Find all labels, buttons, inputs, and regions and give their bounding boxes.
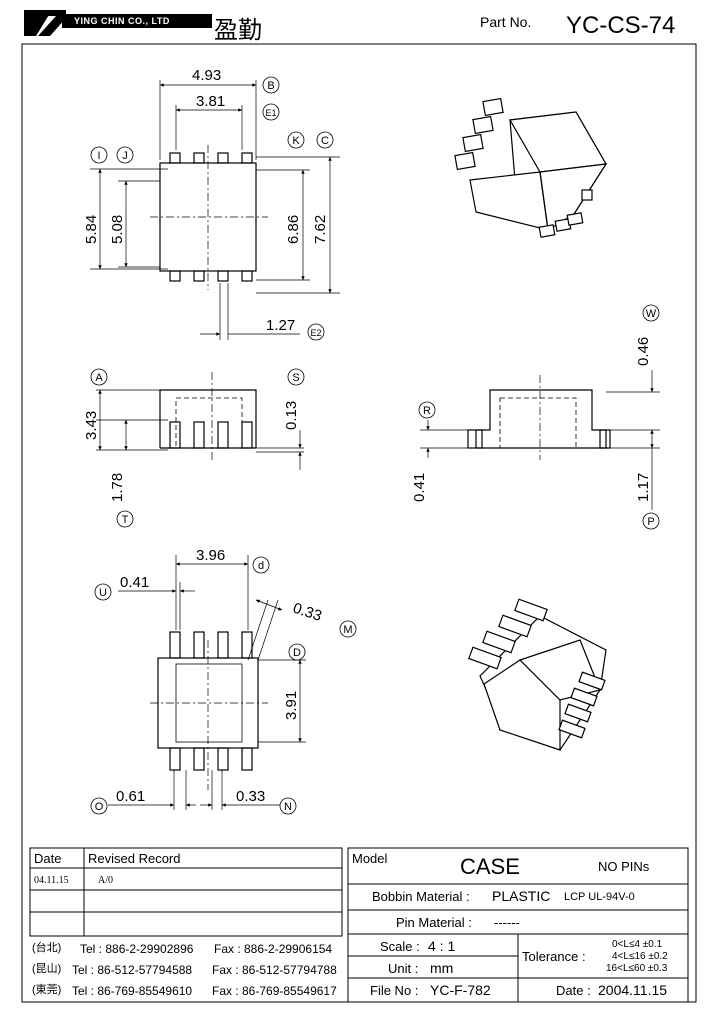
contact-city-taipei: (台北): [32, 942, 62, 954]
company-name-cn: 盈勤: [214, 16, 262, 44]
contact-fax-kunshan: Fax : 86-512-57794788: [212, 963, 337, 977]
dim-0-61: 0.61: [116, 788, 145, 805]
callout-w: W: [646, 308, 657, 320]
callout-s: S: [292, 372, 299, 384]
pins-value: NO PINs: [598, 859, 650, 874]
dim-0-46: 0.46: [635, 337, 652, 366]
dim-1-27: 1.27: [266, 317, 295, 334]
company-logo: YING CHIN CO., LTD: [22, 8, 212, 38]
callout-a: A: [95, 372, 103, 384]
revision-date-header: Date: [34, 851, 62, 866]
callout-d-upper: D: [293, 647, 301, 659]
callout-u: U: [99, 587, 107, 599]
dim-4-93: 4.93: [192, 67, 221, 84]
yc-logo-icon: [24, 10, 66, 36]
callout-n: N: [284, 801, 292, 813]
model-label: Model: [352, 851, 388, 866]
isometric-view-bottom: [468, 598, 607, 751]
revision-row-date: 04.11.15: [34, 875, 69, 886]
part-no-label: Part No.: [480, 14, 532, 30]
scale-label: Scale :: [380, 939, 420, 954]
dim-6-86: 6.86: [285, 215, 302, 244]
file-no-label: File No :: [370, 983, 419, 998]
end-view-dim-lines: [426, 370, 654, 510]
tolerance-row-3: 16<L≤60 ±0.3: [606, 963, 668, 974]
callouts-top: B E1 I J K C E2: [90, 76, 334, 341]
side-view-dim-lines: [98, 389, 302, 470]
callout-m: M: [343, 624, 352, 636]
company-name: YING CHIN CO., LTD: [74, 16, 170, 26]
dim-7-62: 7.62: [312, 215, 329, 244]
top-view: [90, 80, 340, 340]
callout-o: O: [95, 801, 104, 813]
callout-i: I: [97, 150, 100, 162]
callout-d-lower: d: [258, 560, 264, 572]
tolerance-row-2: 4<L≤16 ±0.2: [612, 951, 668, 962]
bobbin-material-grade: LCP UL-94V-0: [564, 891, 635, 903]
date-label: Date :: [556, 983, 591, 998]
top-view-dim-lines: [98, 83, 332, 336]
isometric-view-top: [454, 97, 608, 238]
file-no-value: YC-F-782: [430, 982, 491, 998]
contact-tel-taipei: Tel : 886-2-29902896: [80, 942, 194, 956]
callout-t: T: [122, 514, 129, 526]
dim-0-41-u: 0.41: [120, 574, 149, 591]
bottom-view-dim-lines: [108, 562, 302, 807]
dim-3-81: 3.81: [196, 93, 225, 110]
contact-city-kunshan: (昆山): [32, 963, 62, 975]
contact-city-dongguan: (東莞): [32, 984, 62, 996]
pin-material-label: Pin Material :: [396, 915, 472, 930]
dim-0-13: 0.13: [283, 401, 300, 430]
callout-j: J: [122, 150, 128, 162]
callout-e1: E1: [265, 108, 276, 118]
dim-5-08: 5.08: [109, 215, 126, 244]
callout-r: R: [423, 405, 431, 417]
bobbin-material-label: Bobbin Material :: [372, 889, 470, 904]
revision-row-record: A/0: [98, 875, 113, 886]
pin-material-value: ------: [494, 915, 520, 930]
title-block-lines: [29, 847, 689, 1003]
callout-k: K: [292, 135, 300, 147]
dim-5-84: 5.84: [83, 215, 100, 244]
dim-0-33-m: 0.33: [291, 600, 324, 625]
unit-label: Unit :: [388, 961, 419, 976]
contact-fax-dongguan: Fax : 86-769-85549617: [212, 984, 337, 998]
bobbin-material-value: PLASTIC: [492, 888, 551, 904]
callout-b: B: [267, 80, 274, 92]
model-value: CASE: [460, 854, 520, 879]
dim-1-17: 1.17: [635, 473, 652, 502]
dim-0-33-n: 0.33: [236, 788, 265, 805]
bottom-view: [150, 555, 306, 810]
tolerance-label: Tolerance :: [522, 949, 586, 964]
unit-value: mm: [430, 960, 454, 976]
scale-value: 4 : 1: [428, 938, 456, 954]
dim-3-43: 3.43: [83, 411, 100, 440]
callout-e2: E2: [310, 328, 321, 338]
dim-3-91: 3.91: [283, 691, 300, 720]
dim-3-96: 3.96: [196, 547, 225, 564]
contact-tel-kunshan: Tel : 86-512-57794588: [72, 963, 193, 977]
side-view: [96, 372, 304, 460]
dim-0-41-r: 0.41: [411, 473, 428, 502]
date-value: 2004.11.15: [598, 982, 668, 998]
dim-1-78: 1.78: [109, 473, 126, 502]
contact-fax-taipei: Fax : 886-2-29906154: [214, 942, 333, 956]
callout-c: C: [321, 135, 329, 147]
end-view: [420, 375, 660, 460]
contact-tel-dongguan: Tel : 86-769-85549610: [72, 984, 193, 998]
revision-record-header: Revised Record: [88, 851, 181, 866]
tolerance-row-1: 0<L≤4 ±0.1: [612, 939, 663, 950]
callout-p: P: [647, 516, 654, 528]
part-no-value: YC-CS-74: [566, 12, 676, 39]
